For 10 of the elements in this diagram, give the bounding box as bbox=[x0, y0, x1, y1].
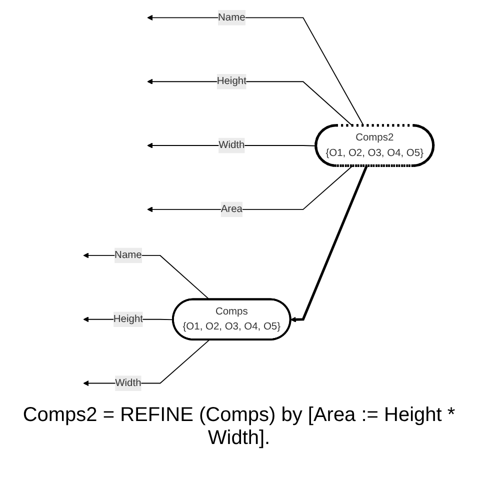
edge-label: Name bbox=[218, 11, 246, 22]
arrow bbox=[146, 165, 353, 212]
edge-label: Area bbox=[220, 203, 242, 214]
edge-label: Width bbox=[218, 139, 244, 150]
caption: Comps2 = REFINE (Comps) by [Area := Height * Width]. bbox=[22, 404, 456, 450]
edge-label: Name bbox=[114, 249, 142, 260]
edge-label: Width bbox=[114, 377, 142, 388]
arrow bbox=[290, 165, 368, 322]
edge-label: Height bbox=[113, 313, 143, 324]
edge-label: Height bbox=[216, 75, 246, 86]
